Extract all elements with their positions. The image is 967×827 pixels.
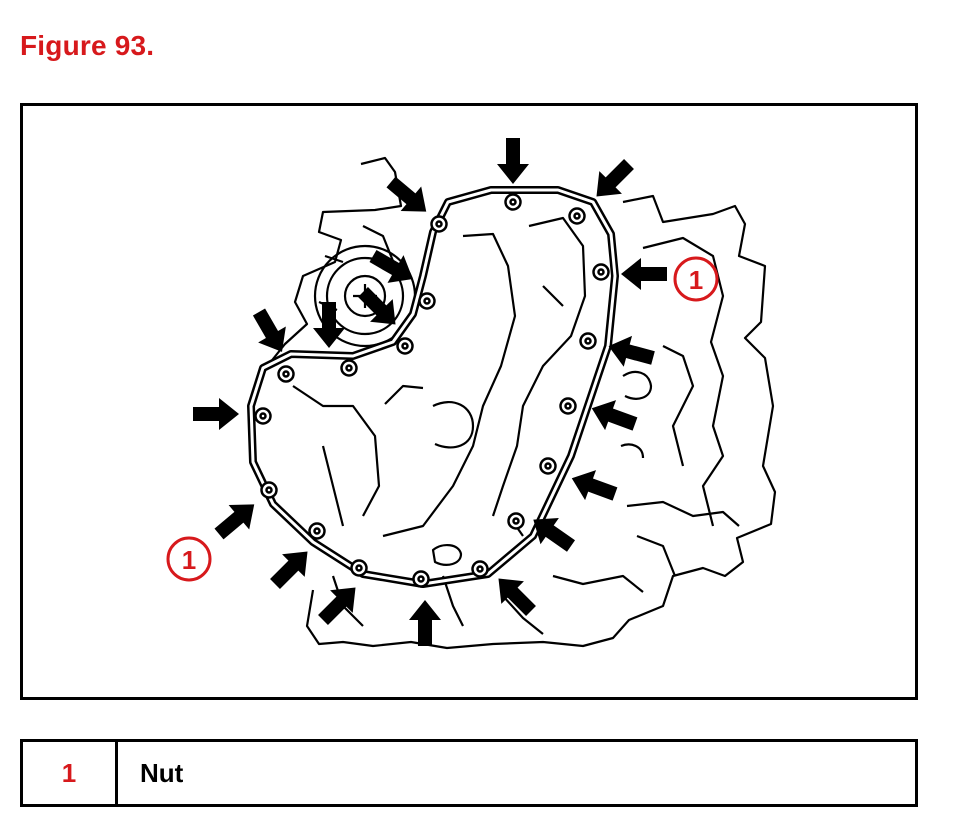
callout-left: 1 <box>166 536 212 582</box>
callout-right-label: 1 <box>689 265 703 295</box>
nut-13 <box>254 407 272 425</box>
arrow-13 <box>193 398 239 430</box>
callout-left-label: 1 <box>182 545 196 575</box>
arrow-8 <box>487 567 543 623</box>
nut-18 <box>430 215 448 233</box>
nut-5 <box>559 397 577 415</box>
arrow-11 <box>263 540 319 596</box>
nut-15 <box>340 359 358 377</box>
nut-12 <box>260 481 278 499</box>
arrow-12 <box>208 492 265 547</box>
arrow-1 <box>497 138 529 184</box>
nut-6 <box>539 457 557 475</box>
nut-4 <box>579 332 597 350</box>
nut-7 <box>507 512 525 530</box>
nut-8 <box>471 560 489 578</box>
timing-cover-illustration: 1 1 <box>166 138 777 650</box>
arrow-6 <box>566 463 621 510</box>
legend-number: 1 <box>23 742 118 804</box>
arrow-17 <box>365 242 421 293</box>
timing-cover-gasket <box>247 186 619 588</box>
arrow-5 <box>586 393 641 440</box>
nut-10 <box>350 559 368 577</box>
nut-11 <box>308 522 326 540</box>
nut-14 <box>277 365 295 383</box>
engine-block-outline <box>268 156 777 650</box>
nut-9 <box>412 570 430 588</box>
nut-2 <box>568 207 586 225</box>
nut-1 <box>504 193 522 211</box>
arrow-9 <box>409 600 441 646</box>
figure-title: Figure 93. <box>20 30 155 61</box>
callout-right: 1 <box>673 256 719 302</box>
nut-17 <box>418 292 436 310</box>
nut-3 <box>592 263 610 281</box>
legend-label: Nut <box>140 757 184 788</box>
diagram-frame: 1 1 <box>20 103 918 700</box>
arrow-18 <box>380 169 437 224</box>
nut-markers <box>254 193 610 588</box>
nut-16 <box>396 337 414 355</box>
legend-table: 1 Nut <box>20 739 918 807</box>
arrow-3 <box>621 258 667 290</box>
